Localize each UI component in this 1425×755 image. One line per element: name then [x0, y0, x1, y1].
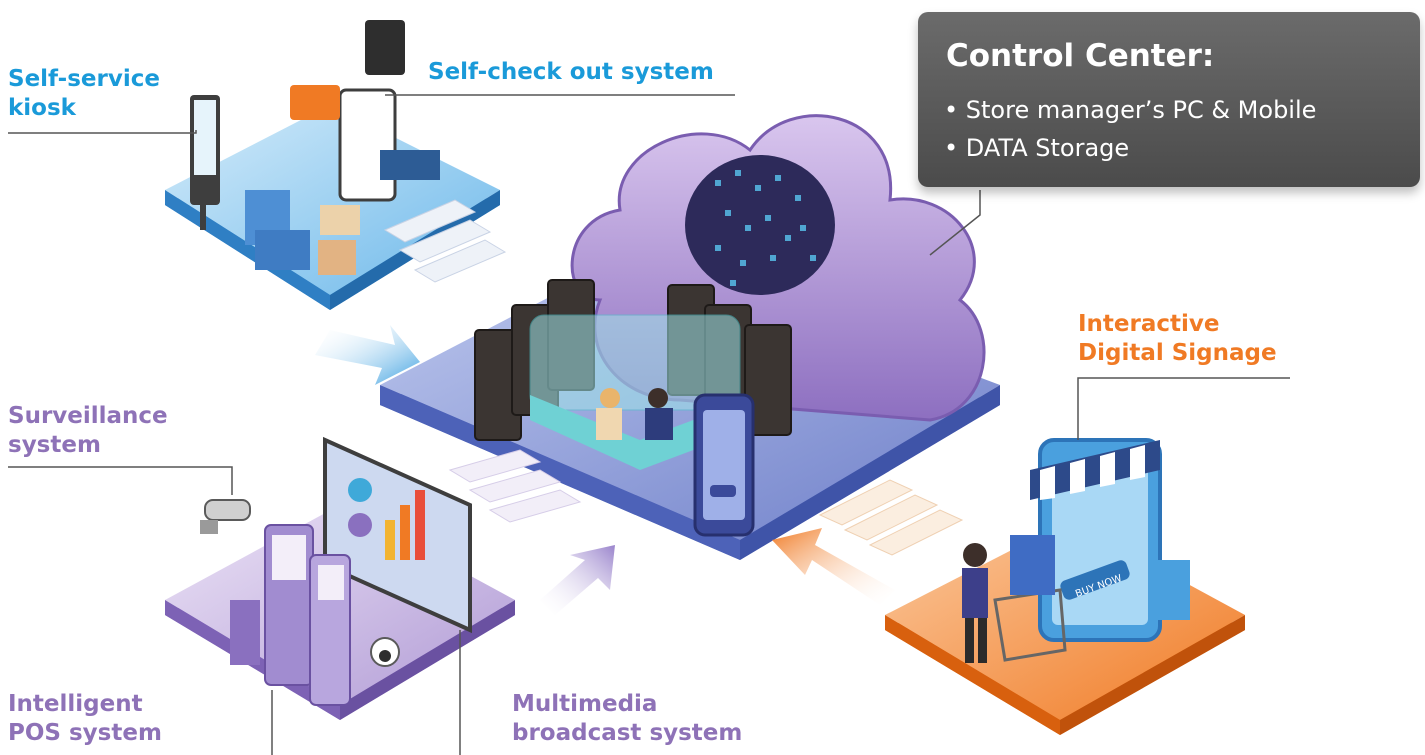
- label-line: Surveillance: [8, 403, 168, 429]
- stairs-top-left: [383, 199, 507, 283]
- label-self-checkout: Self-check out system: [428, 59, 714, 85]
- label-line: kiosk: [8, 95, 76, 121]
- control-center-title: Control Center:: [946, 38, 1215, 74]
- arrow-purple: [540, 545, 615, 615]
- pos-terminal-icon: [230, 524, 351, 706]
- control-center-panel: Control Center: • Store manager’s PC & M…: [918, 12, 1420, 187]
- label-line: Multimedia: [512, 691, 658, 717]
- kiosk-icon: [190, 95, 220, 230]
- operator-desk: [529, 314, 741, 470]
- stairs-right: [818, 479, 964, 556]
- checkout-icon: [290, 20, 440, 202]
- label-line: Self-service: [8, 66, 160, 92]
- boxes: [245, 190, 360, 275]
- label-pos: Intelligent POS system: [8, 690, 162, 748]
- arrow-blue: [315, 325, 420, 385]
- shopping-cart-icon: [962, 535, 1190, 663]
- label-multimedia: Multimedia broadcast system: [512, 690, 742, 748]
- label-line: system: [8, 432, 101, 458]
- camera-icon: [200, 499, 400, 667]
- control-center-item: • Store manager’s PC & Mobile: [944, 96, 1317, 124]
- label-line: broadcast system: [512, 720, 743, 746]
- label-line: Interactive: [1078, 311, 1220, 337]
- arrow-orange: [772, 528, 895, 605]
- smartphone-icon: [693, 393, 755, 537]
- label-interactive-signage: Interactive Digital Signage: [1078, 310, 1277, 368]
- interactive-signage-phone: BUY NOW: [1030, 438, 1162, 642]
- label-surveillance: Surveillance system: [8, 402, 168, 460]
- label-line: Intelligent: [8, 691, 143, 717]
- label-line: POS system: [8, 720, 162, 746]
- stairs-bottom-left: [448, 449, 582, 523]
- control-center-item: • DATA Storage: [944, 134, 1130, 162]
- label-self-service-kiosk: Self-service kiosk: [8, 65, 160, 123]
- leader-lines: [8, 94, 1290, 755]
- signage-screen-icon: [323, 436, 472, 634]
- label-line: Digital Signage: [1078, 340, 1277, 366]
